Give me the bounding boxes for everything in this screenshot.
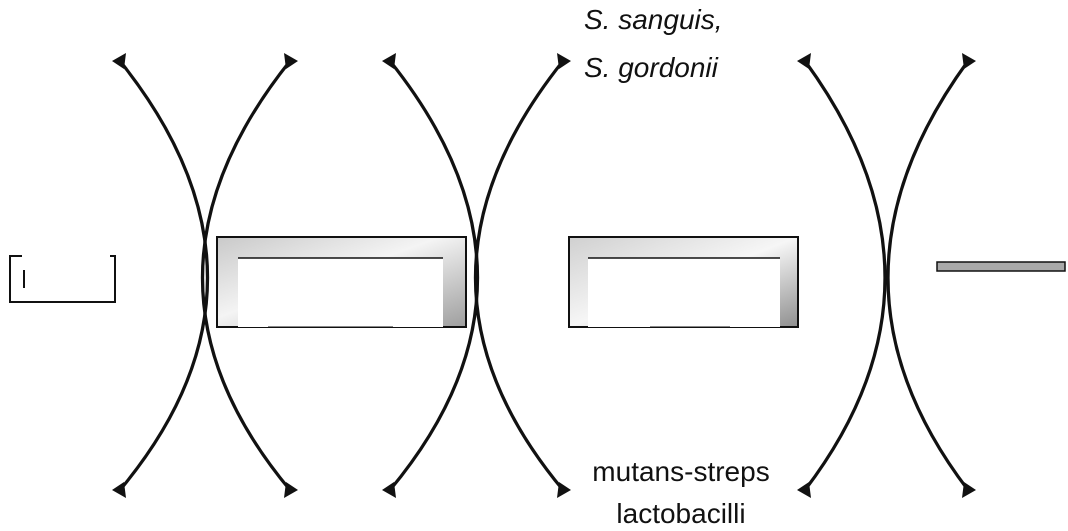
arrowhead-icon (284, 482, 298, 498)
species-label-bottom-2: lactobacilli (556, 500, 806, 528)
tooth-slab-right (937, 262, 1065, 271)
arrowhead-icon (382, 482, 396, 498)
arrowhead-icon (112, 482, 126, 498)
arrowhead-icon (962, 482, 976, 498)
arrowhead-icon (557, 53, 571, 69)
species-label-top-1: S. sanguis, (584, 6, 774, 34)
tooth-slab-1 (217, 237, 466, 327)
arrowhead-icon (962, 53, 976, 69)
curved-arrow-4 (476, 61, 564, 490)
curved-arrow-6 (888, 61, 968, 490)
species-label-bottom-1: mutans-streps (556, 458, 806, 486)
arrowhead-icon (112, 53, 126, 69)
arrowhead-icon (382, 53, 396, 69)
arrowhead-icon (797, 53, 811, 69)
curved-arrow-1 (120, 61, 208, 490)
tooth-slab-2 (569, 237, 798, 327)
tooth-slab-left (10, 252, 115, 302)
species-label-top-2: S. gordonii (584, 54, 774, 82)
arrowhead-icon (284, 53, 298, 69)
curved-arrow-5 (805, 61, 885, 490)
